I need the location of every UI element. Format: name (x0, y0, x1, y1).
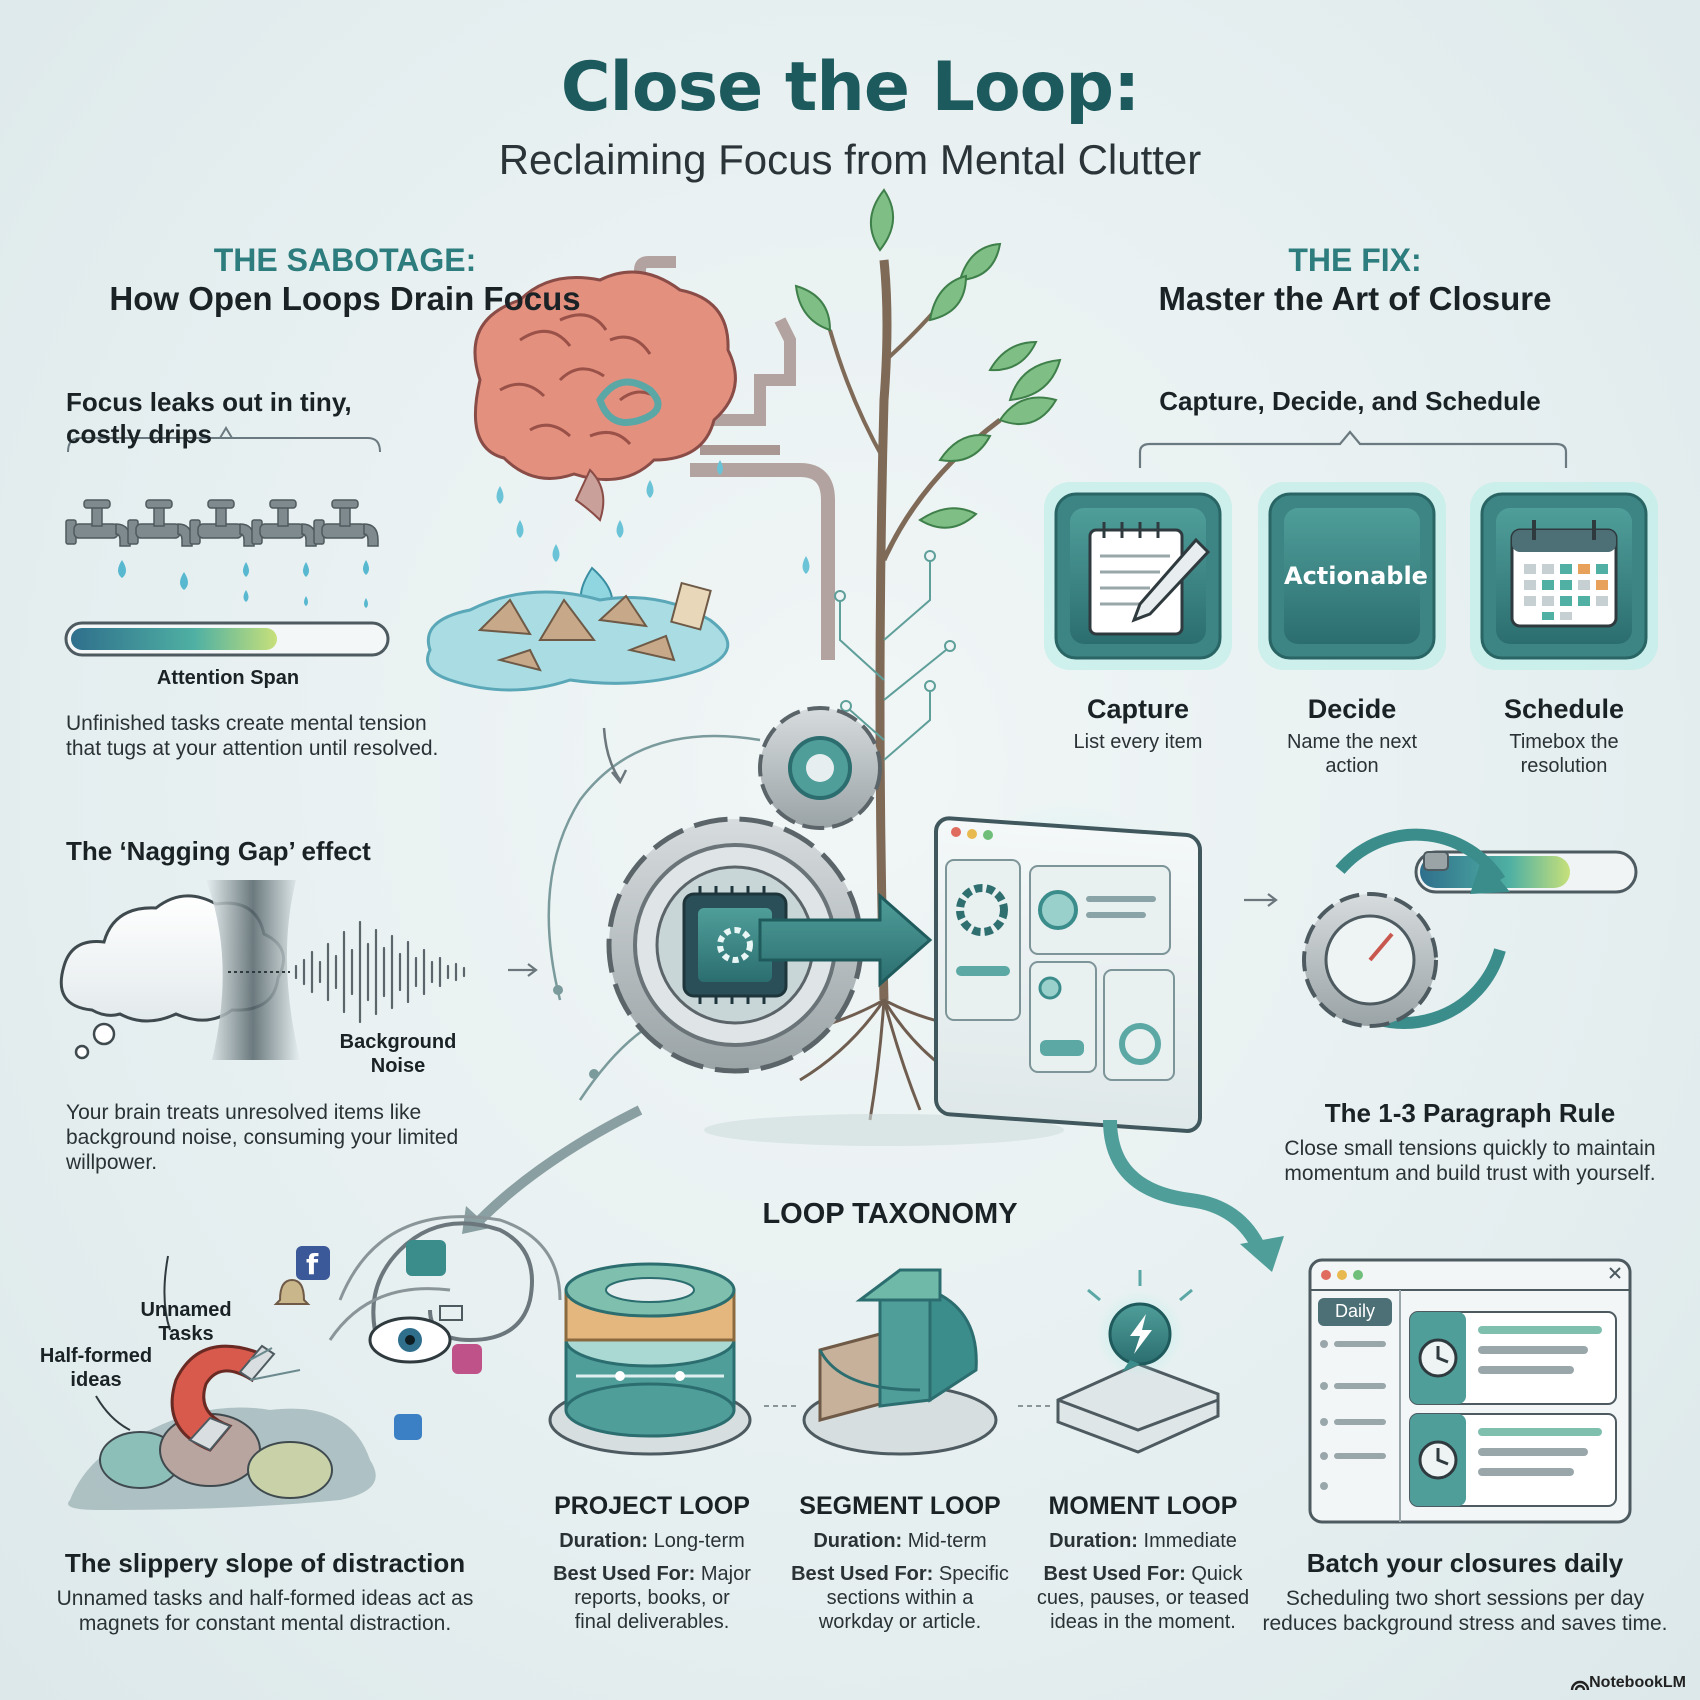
page-subtitle: Reclaiming Focus from Mental Clutter (498, 136, 1202, 183)
slope-body: Unnamed tasks and half-formed ideas act … (56, 1587, 474, 1635)
slope-title: The slippery slope of distraction (64, 1548, 466, 1578)
project-loop-card: PROJECT LOOP Duration: Long-term Best Us… (553, 1492, 751, 1633)
background-noise-label: Background Noise (339, 1031, 457, 1077)
attention-span-bar (64, 621, 390, 657)
stopwatch-progress-icon (1244, 828, 1638, 1029)
step-decide-desc: Name the next action (1286, 731, 1418, 777)
gear-chip-icon (547, 706, 933, 1101)
cds-title: Capture, Decide, and Schedule (1159, 386, 1541, 416)
sabotage-heading: How Open Loops Drain Focus (109, 280, 581, 317)
moment-loop-icon (1056, 1270, 1220, 1454)
batch-body: Scheduling two short sessions per day re… (1262, 1587, 1668, 1635)
fix-kicker: THE FIX: (1288, 242, 1422, 278)
notepad-pencil-icon (1088, 522, 1211, 636)
dashboard-window-icon (920, 800, 1210, 1133)
drips-body: Unfinished tasks create mental tension t… (66, 712, 439, 760)
nagging-gap (206, 880, 300, 1060)
project-loop-icon (548, 1262, 752, 1456)
rule-title: The 1-3 Paragraph Rule (1324, 1098, 1616, 1128)
step-capture-desc: List every item (1073, 731, 1203, 753)
footer-brand: NotebookLM (1589, 1674, 1686, 1691)
nagging-gap-title: The ‘Nagging Gap’ effect (66, 836, 371, 866)
half-formed-ideas-label: Half-formed ideas (39, 1345, 153, 1391)
actionable-icon: Actionable (1284, 562, 1428, 590)
capture-card (1044, 482, 1232, 670)
schedule-card (1470, 482, 1658, 670)
segment-loop-icon (802, 1268, 998, 1456)
page-title: Close the Loop: (560, 48, 1141, 127)
puddle-debris (426, 581, 730, 692)
nagging-gap-body: Your brain treats unresolved items like … (66, 1101, 459, 1174)
rule-body: Close small tensions quickly to maintain… (1284, 1137, 1656, 1185)
svg-text:f: f (306, 1248, 319, 1281)
leaking-brain-icon (473, 256, 835, 660)
step-capture-title: Capture (1086, 694, 1189, 724)
decide-card (1258, 482, 1446, 670)
magnet-icon (68, 1255, 376, 1510)
calendar-icon (1510, 520, 1618, 628)
loop-taxonomy-title: LOOP TAXONOMY (762, 1198, 1018, 1230)
drips-title: Focus leaks out in tiny, costly drips (66, 387, 352, 449)
distraction-vortex-icon: f (273, 1215, 562, 1440)
step-schedule-title: Schedule (1503, 694, 1625, 724)
moment-loop-card: MOMENT LOOP Duration: Immediate Best Use… (1036, 1492, 1250, 1633)
step-schedule-desc: Timebox the resolution (1509, 731, 1619, 777)
attention-span-label: Attention Span (156, 667, 300, 689)
unnamed-tasks-label: Unnamed Tasks (140, 1299, 232, 1345)
notebooklm-logo-icon (1570, 1680, 1590, 1691)
batch-title: Batch your closures daily (1306, 1548, 1624, 1578)
faucets-icon (65, 426, 381, 608)
step-decide-title: Decide (1307, 694, 1397, 724)
sabotage-kicker: THE SABOTAGE: (213, 242, 477, 278)
daily-tab-label: Daily (1334, 1301, 1375, 1321)
segment-loop-card: SEGMENT LOOP Duration: Mid-term Best Use… (791, 1492, 1009, 1633)
background-noise-waveform (294, 920, 466, 1024)
fix-heading: Master the Art of Closure (1158, 280, 1552, 317)
daily-planner-window-icon (1308, 1258, 1632, 1524)
